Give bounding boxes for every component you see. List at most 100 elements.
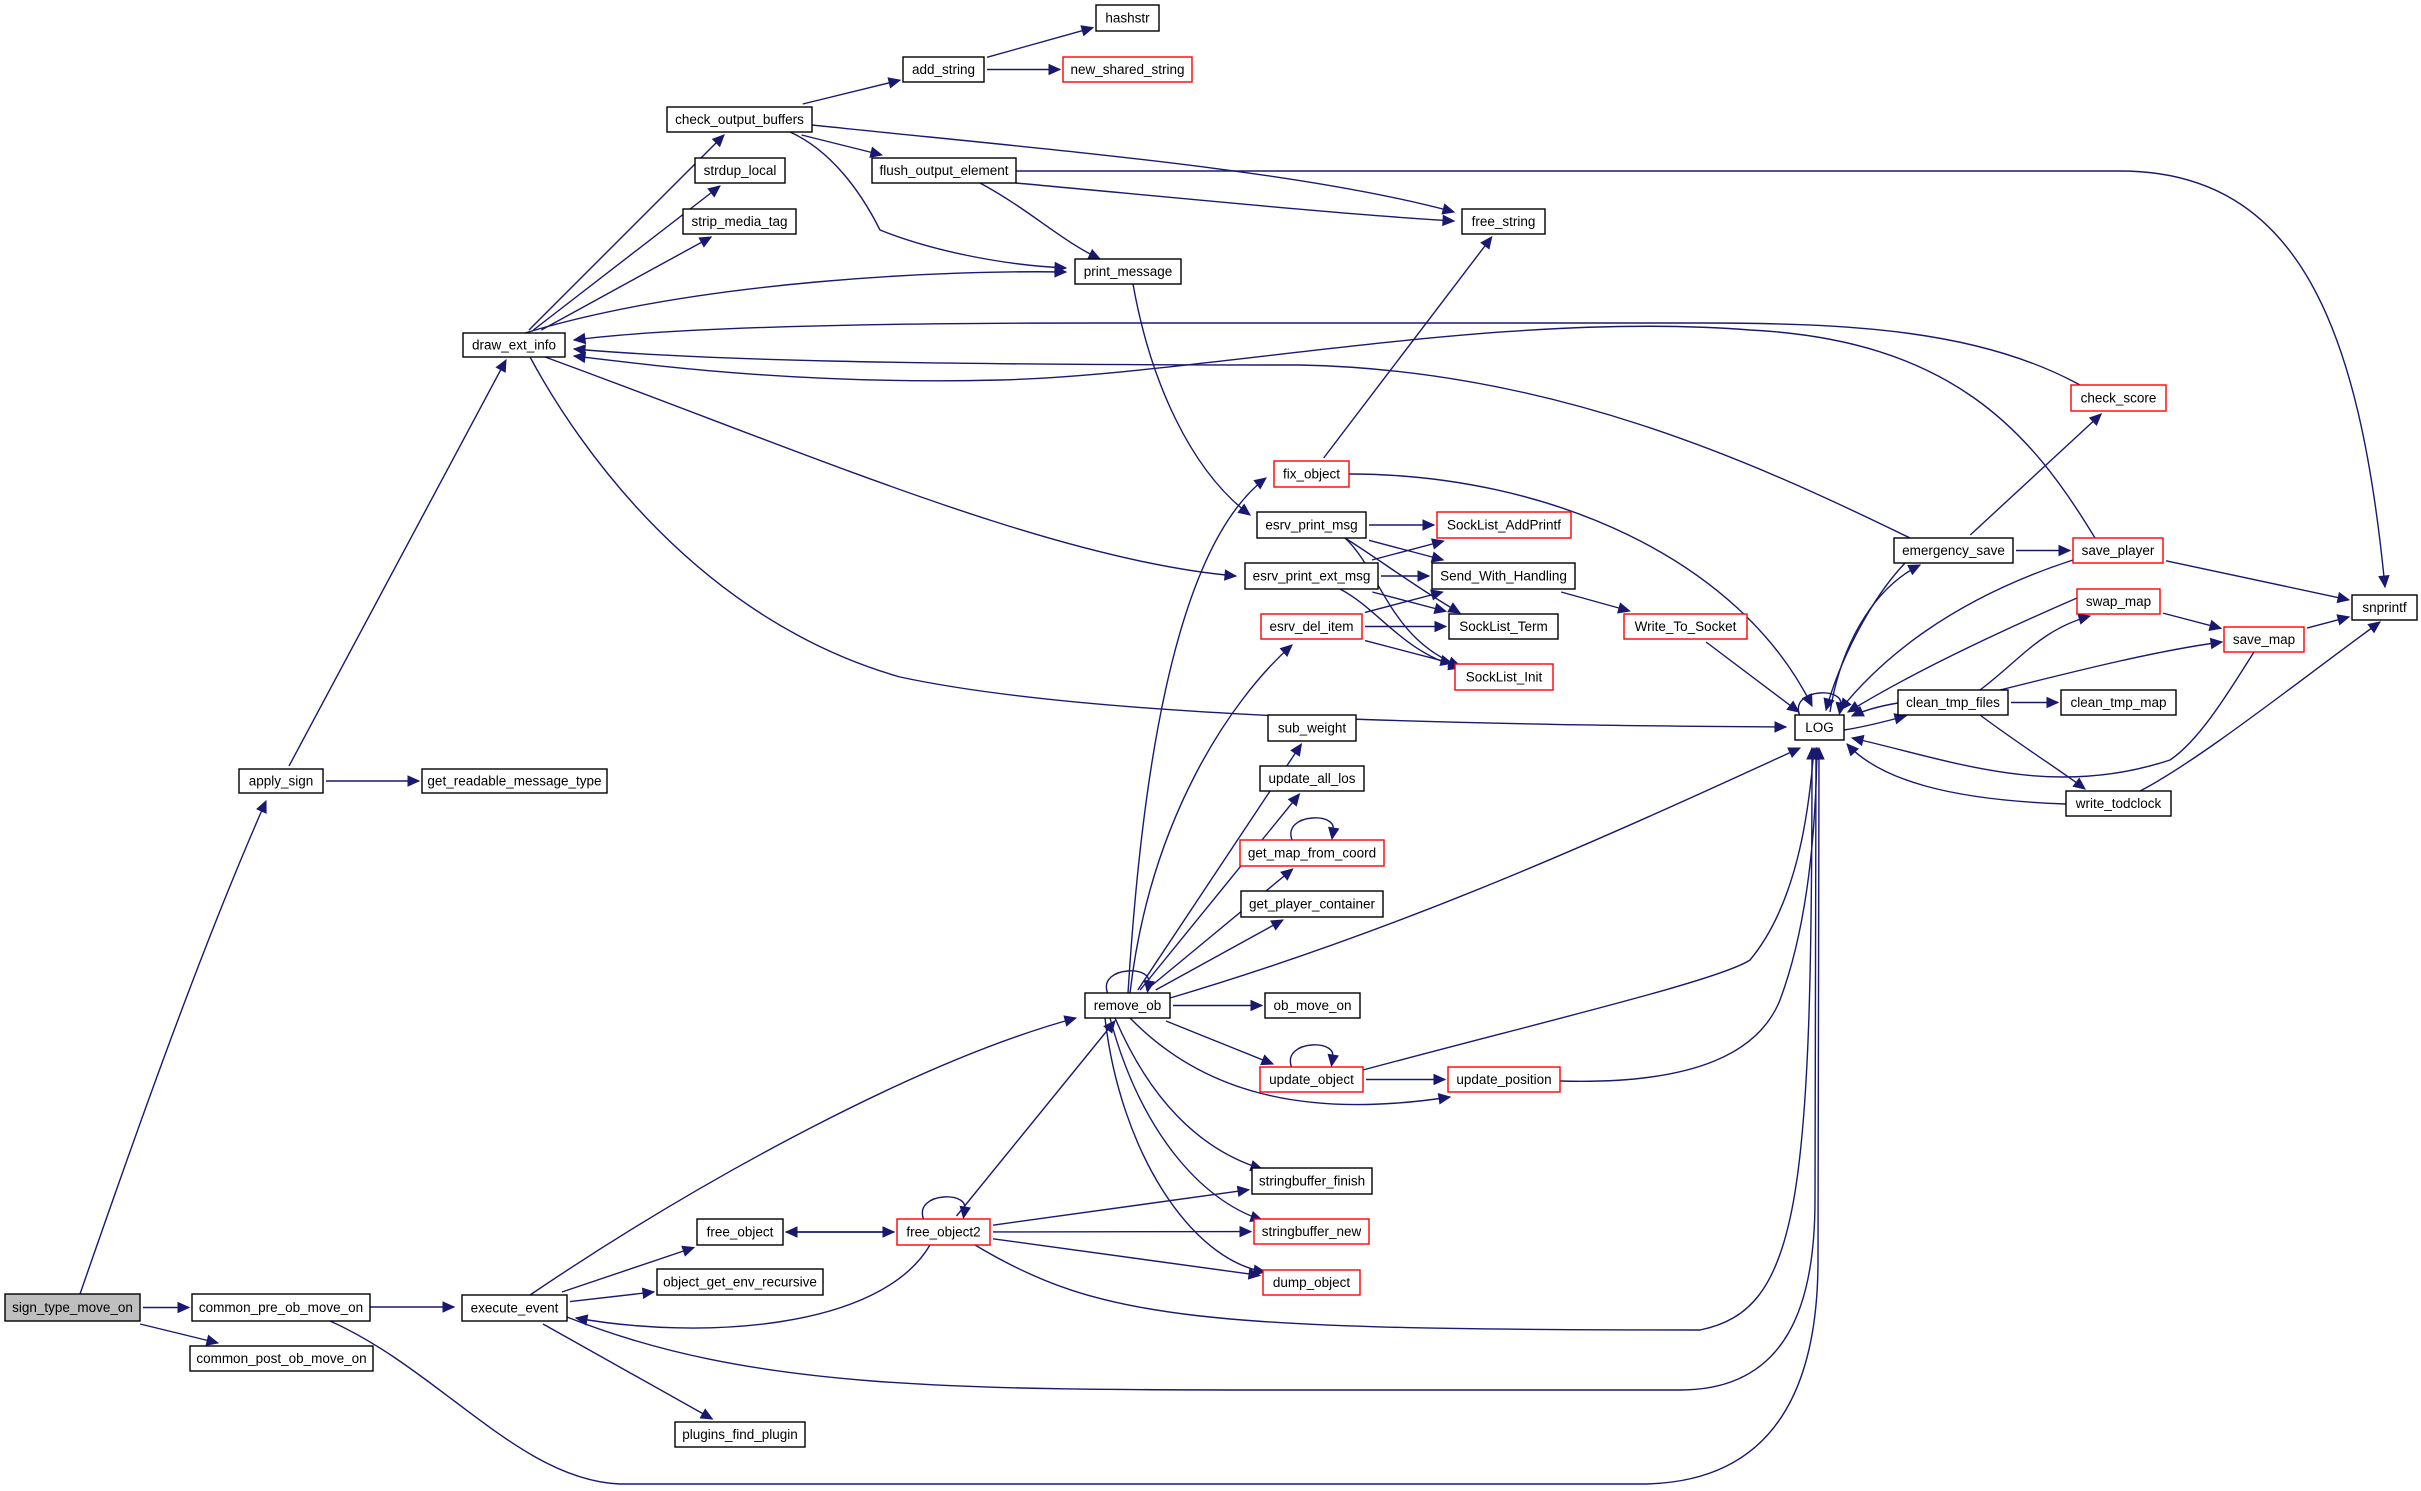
node-add_string[interactable]: add_string	[902, 56, 985, 83]
node-object_get_env_recursive[interactable]: object_get_env_recursive	[656, 1268, 824, 1296]
edge-line	[986, 26, 1094, 58]
node-flush_output_element[interactable]: flush_output_element	[871, 157, 1017, 184]
edge-esrv_print_ext_msg-to-SockList_Term	[1372, 591, 1448, 615]
node-label: common_post_ob_move_on	[196, 1351, 366, 1366]
node-box	[1244, 562, 1379, 590]
node-SockList_Init[interactable]: SockList_Init	[1454, 663, 1554, 691]
edge-LOG-to-emergency_save	[1829, 564, 1922, 713]
node-common_post_ob_move_on[interactable]: common_post_ob_move_on	[189, 1345, 374, 1372]
node-swap_map[interactable]: swap_map	[2076, 588, 2161, 615]
node-Write_To_Socket[interactable]: Write_To_Socket	[1623, 613, 1748, 640]
edge-line	[1169, 747, 1801, 999]
edge-swap_map-to-save_map	[2162, 612, 2223, 631]
node-write_todclock[interactable]: write_todclock	[2065, 790, 2172, 817]
edge-line	[2165, 560, 2350, 601]
node-execute_event[interactable]: execute_event	[461, 1294, 568, 1322]
edge-line	[1105, 970, 1150, 994]
node-stringbuffer_finish[interactable]: stringbuffer_finish	[1251, 1167, 1373, 1195]
node-dump_object[interactable]: dump_object	[1262, 1269, 1361, 1296]
node-draw_ext_info[interactable]: draw_ext_info	[462, 332, 566, 358]
edge-line	[1847, 597, 2078, 713]
node-get_player_container[interactable]: get_player_container	[1240, 890, 1384, 918]
edge-free_object2-to-dump_object	[992, 1238, 1262, 1280]
node-label: swap_map	[2086, 594, 2151, 609]
node-free_object[interactable]: free_object	[696, 1218, 784, 1246]
edge-remove_ob-to-update_position	[1129, 1017, 1452, 1106]
edge-line	[1145, 868, 1294, 991]
node-emergency_save[interactable]: emergency_save	[1893, 537, 2014, 564]
node-clean_tmp_files[interactable]: clean_tmp_files	[1897, 689, 2009, 716]
arrowhead-icon	[177, 1301, 191, 1314]
node-esrv_del_item[interactable]: esrv_del_item	[1260, 613, 1363, 640]
arrowhead-icon	[699, 1408, 714, 1420]
node-print_message[interactable]: print_message	[1074, 258, 1182, 285]
node-label: get_readable_message_type	[427, 774, 601, 789]
edge-common_pre_ob_move_on-to-LOG	[329, 746, 1825, 1485]
node-update_all_los[interactable]: update_all_los	[1259, 765, 1365, 792]
node-update_object[interactable]: update_object	[1259, 1066, 1364, 1093]
node-SockList_AddPrintf[interactable]: SockList_AddPrintf	[1436, 511, 1572, 539]
node-common_pre_ob_move_on[interactable]: common_pre_ob_move_on	[191, 1293, 371, 1322]
node-fix_object[interactable]: fix_object	[1273, 460, 1350, 488]
node-strdup_local[interactable]: strdup_local	[694, 157, 786, 184]
node-new_shared_string[interactable]: new_shared_string	[1062, 56, 1193, 83]
node-ob_move_on[interactable]: ob_move_on	[1264, 992, 1361, 1019]
arrowhead-icon	[1048, 63, 1062, 76]
node-clean_tmp_map[interactable]: clean_tmp_map	[2060, 689, 2177, 716]
edge-flush_output_element-to-free_string	[1015, 182, 1456, 227]
node-get_map_from_coord[interactable]: get_map_from_coord	[1239, 839, 1385, 867]
arrowhead-icon	[1774, 721, 1788, 733]
node-sub_weight[interactable]: sub_weight	[1267, 714, 1357, 742]
node-save_map[interactable]: save_map	[2223, 626, 2305, 653]
node-stringbuffer_new[interactable]: stringbuffer_new	[1253, 1218, 1370, 1245]
node-label: SockList_Term	[1459, 619, 1548, 634]
node-check_output_buffers[interactable]: check_output_buffers	[666, 106, 813, 133]
node-free_object2[interactable]: free_object2	[896, 1218, 991, 1246]
node-box	[1095, 4, 1160, 32]
node-box	[1454, 663, 1554, 691]
node-box	[461, 1294, 568, 1322]
node-plugins_find_plugin[interactable]: plugins_find_plugin	[674, 1421, 806, 1448]
node-SockList_Term[interactable]: SockList_Term	[1448, 613, 1559, 640]
edge-line	[524, 271, 1067, 334]
node-esrv_print_ext_msg[interactable]: esrv_print_ext_msg	[1244, 562, 1379, 590]
node-box	[191, 1293, 371, 1322]
node-save_player[interactable]: save_player	[2072, 537, 2164, 564]
node-apply_sign[interactable]: apply_sign	[238, 768, 324, 794]
arrowhead-icon	[1087, 248, 1102, 260]
arrowhead-icon	[1417, 570, 1431, 582]
node-strip_media_tag[interactable]: strip_media_tag	[682, 208, 797, 235]
edge-line	[974, 747, 1813, 1331]
node-LOG[interactable]: LOG	[1794, 714, 1845, 741]
edge-clean_tmp_files-to-write_todclock	[1979, 714, 2086, 790]
arrowhead-icon	[256, 799, 267, 814]
arrowhead-icon	[2336, 614, 2351, 626]
node-hashstr[interactable]: hashstr	[1095, 4, 1160, 32]
node-free_string[interactable]: free_string	[1461, 208, 1546, 235]
edge-line	[802, 79, 901, 105]
arrowhead-icon	[681, 1245, 696, 1257]
node-box	[1436, 511, 1572, 539]
edge-remove_ob-to-update_all_los	[1139, 793, 1301, 991]
edge-line	[529, 356, 1787, 728]
node-get_readable_message_type[interactable]: get_readable_message_type	[421, 768, 608, 794]
node-box	[189, 1345, 374, 1372]
edge-line	[1155, 919, 1284, 991]
node-label: hashstr	[1105, 11, 1150, 26]
arrowhead-icon	[1063, 1015, 1078, 1027]
node-Send_With_Handling[interactable]: Send_With_Handling	[1431, 562, 1576, 590]
node-box	[1239, 839, 1385, 867]
node-remove_ob[interactable]: remove_ob	[1084, 992, 1171, 1019]
node-esrv_print_msg[interactable]: esrv_print_msg	[1256, 511, 1367, 539]
arrowhead-icon	[2072, 777, 2086, 790]
node-box	[1897, 689, 2009, 716]
node-check_score[interactable]: check_score	[2070, 384, 2167, 412]
node-label: object_get_env_recursive	[663, 1275, 817, 1290]
node-box	[1431, 562, 1576, 590]
node-label: free_object2	[906, 1225, 980, 1240]
node-update_position[interactable]: update_position	[1447, 1066, 1561, 1093]
node-snprintf[interactable]: snprintf	[2351, 594, 2418, 621]
node-sign_type_move_on[interactable]: sign_type_move_on	[4, 1293, 141, 1322]
edge-free_object2-to-stringbuffer_finish	[992, 1185, 1251, 1226]
edge-line	[561, 1246, 695, 1293]
